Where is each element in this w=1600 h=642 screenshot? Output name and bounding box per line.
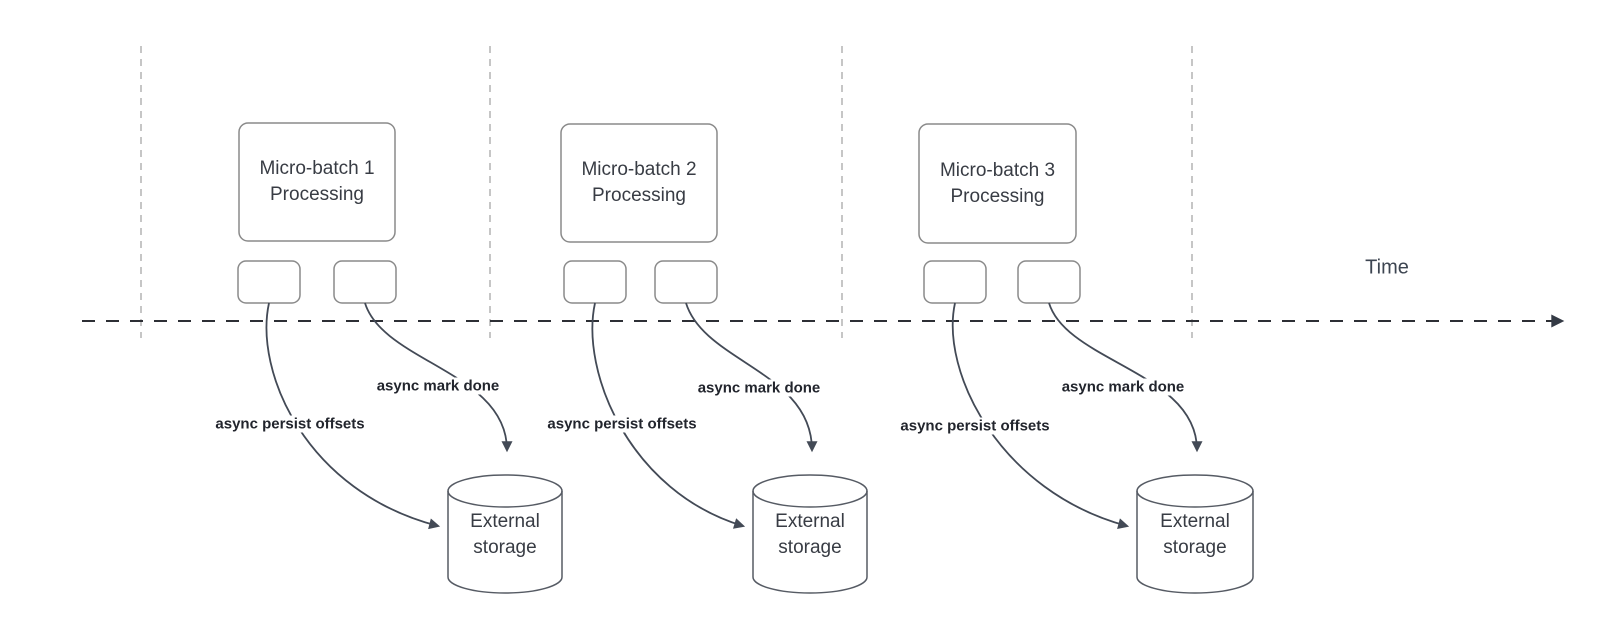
mark-done-label-2: async mark done xyxy=(694,379,824,397)
microbatch-3-group xyxy=(918,123,1254,594)
persist-offsets-arrow-3 xyxy=(951,302,1130,530)
microbatch-3-title-line1: Micro-batch 3 xyxy=(939,159,1056,181)
microbatch-2-box-label: Micro-batch 2 Processing xyxy=(561,124,717,242)
microbatch-2-title-line1: Micro-batch 2 xyxy=(581,159,697,180)
mark-done-label-1: async mark done xyxy=(373,377,503,395)
external-storage-3-cylinder-rim xyxy=(1136,490,1254,508)
persist-offsets-arrow-1 xyxy=(265,302,441,530)
external-storage-3-line2: storage xyxy=(1163,537,1227,558)
microbatch-1-box xyxy=(238,122,396,242)
microbatch-3-task-box-left xyxy=(923,260,987,304)
microbatch-2-group xyxy=(560,123,868,594)
persist-offsets-arrow-2 xyxy=(591,302,746,529)
microbatch-3-box-label: Micro-batch 3 Processing xyxy=(919,124,1076,243)
external-storage-3-line1: External xyxy=(1160,511,1230,532)
microbatch-2-task-box-right xyxy=(654,260,718,304)
microbatch-1-group xyxy=(237,122,563,594)
external-storage-1-line2: storage xyxy=(473,537,537,558)
time-axis-label: Time xyxy=(1365,256,1409,279)
mark-done-arrow-1 xyxy=(364,302,513,453)
microbatch-1-task-box-left xyxy=(237,260,301,304)
external-storage-1-line1: External xyxy=(470,511,540,532)
microbatch-3-task-box-right xyxy=(1017,260,1081,304)
persist-offsets-label-1: async persist offsets xyxy=(212,415,368,433)
microbatch-1-title-line2: Processing xyxy=(270,184,364,205)
interval-dividers xyxy=(140,46,1193,338)
external-storage-1-cylinder-rim xyxy=(447,490,563,508)
external-storage-3-label: External storage xyxy=(1160,509,1230,561)
microbatch-1-task-box-right xyxy=(333,260,397,304)
mark-done-arrow-2 xyxy=(685,302,818,453)
mark-done-arrow-3 xyxy=(1048,302,1203,453)
persist-offsets-label-3: async persist offsets xyxy=(897,417,1053,435)
microbatch-1-box-label: Micro-batch 1 Processing xyxy=(239,123,395,241)
microbatch-2-box xyxy=(560,123,718,243)
external-storage-2-cylinder-rim xyxy=(752,490,868,508)
external-storage-2-line2: storage xyxy=(778,537,842,558)
microbatch-2-task-box-left xyxy=(563,260,627,304)
persist-offsets-label-2: async persist offsets xyxy=(544,415,700,433)
external-storage-1-label: External storage xyxy=(470,509,540,561)
microbatch-1-title-line1: Micro-batch 1 xyxy=(259,158,375,179)
external-storage-2-line1: External xyxy=(775,511,845,532)
external-storage-2-label: External storage xyxy=(775,509,845,561)
microbatch-3-box xyxy=(918,123,1077,244)
microbatch-2-title-line2: Processing xyxy=(592,185,686,206)
mark-done-label-3: async mark done xyxy=(1058,378,1188,396)
microbatch-3-title-line2: Processing xyxy=(950,185,1045,207)
